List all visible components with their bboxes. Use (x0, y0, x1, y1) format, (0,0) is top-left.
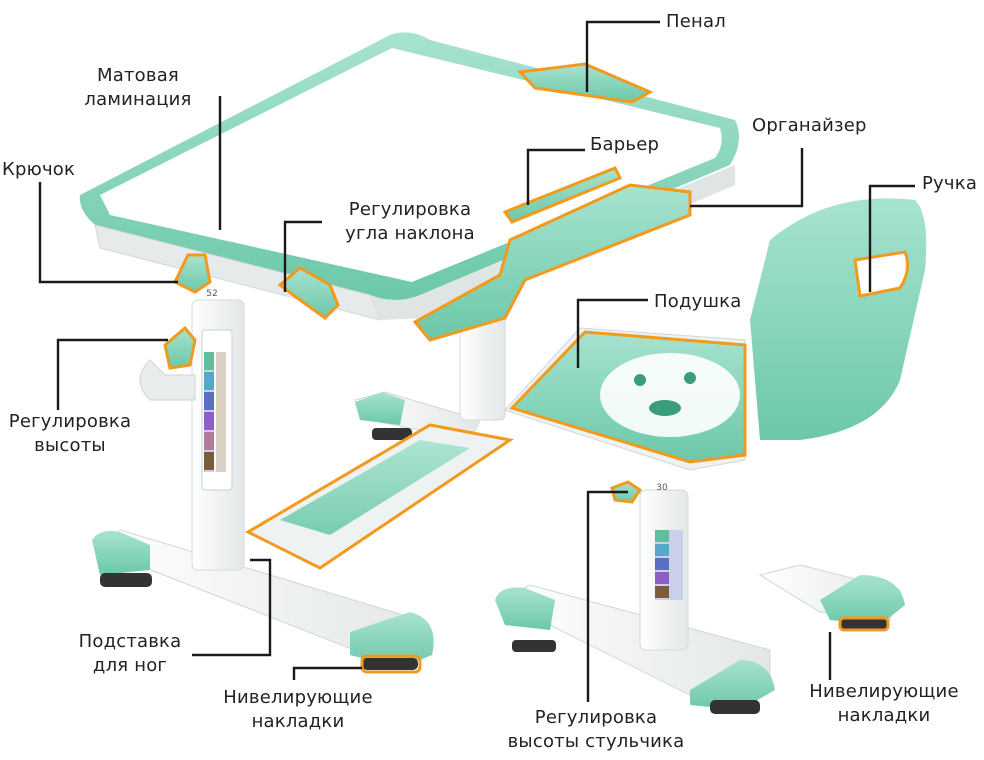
label-handle: Ручка (922, 173, 978, 194)
label-penal: Пенал (666, 11, 726, 32)
left-pad-highlight (360, 654, 422, 674)
organizer-drawer (412, 183, 692, 342)
tilt-knob (277, 266, 340, 320)
height-lever (163, 325, 197, 370)
callout-lines (38, 20, 915, 702)
label-organizer: Органайзер (752, 115, 867, 136)
hook (173, 253, 212, 294)
pencil-tray (516, 62, 654, 104)
label-height-adjust: Регулировка высоты (8, 411, 132, 456)
label-tilt-adjust: Регулировка угла наклона (345, 199, 475, 244)
desktop (79, 32, 739, 370)
label-chair-height-adjust: Регулировка высоты стульчика (507, 707, 685, 752)
label-pads-right: Нивелирующие накладки (809, 681, 959, 726)
chair (504, 198, 927, 471)
footrest (244, 423, 514, 570)
footrest-highlight (244, 423, 514, 570)
desk-scale-number: 52 (206, 289, 217, 299)
label-matte-lamination: Матовая ламинация (84, 65, 192, 110)
label-hook: Крючок (2, 159, 76, 180)
barrier (502, 166, 623, 224)
chair-scale-number: 30 (656, 483, 668, 493)
label-cushion: Подушка (654, 291, 742, 312)
right-pad-highlight (838, 616, 890, 632)
monkey-face-icon (600, 353, 740, 437)
label-footrest: Подставка для ног (78, 631, 182, 676)
chair-base: 30 (495, 480, 905, 714)
label-pads-left: Нивелирующие накладки (223, 687, 373, 732)
desk-height-scale: 52 (204, 289, 226, 472)
chair-handle (853, 250, 910, 298)
label-barrier: Барьер (590, 134, 660, 155)
